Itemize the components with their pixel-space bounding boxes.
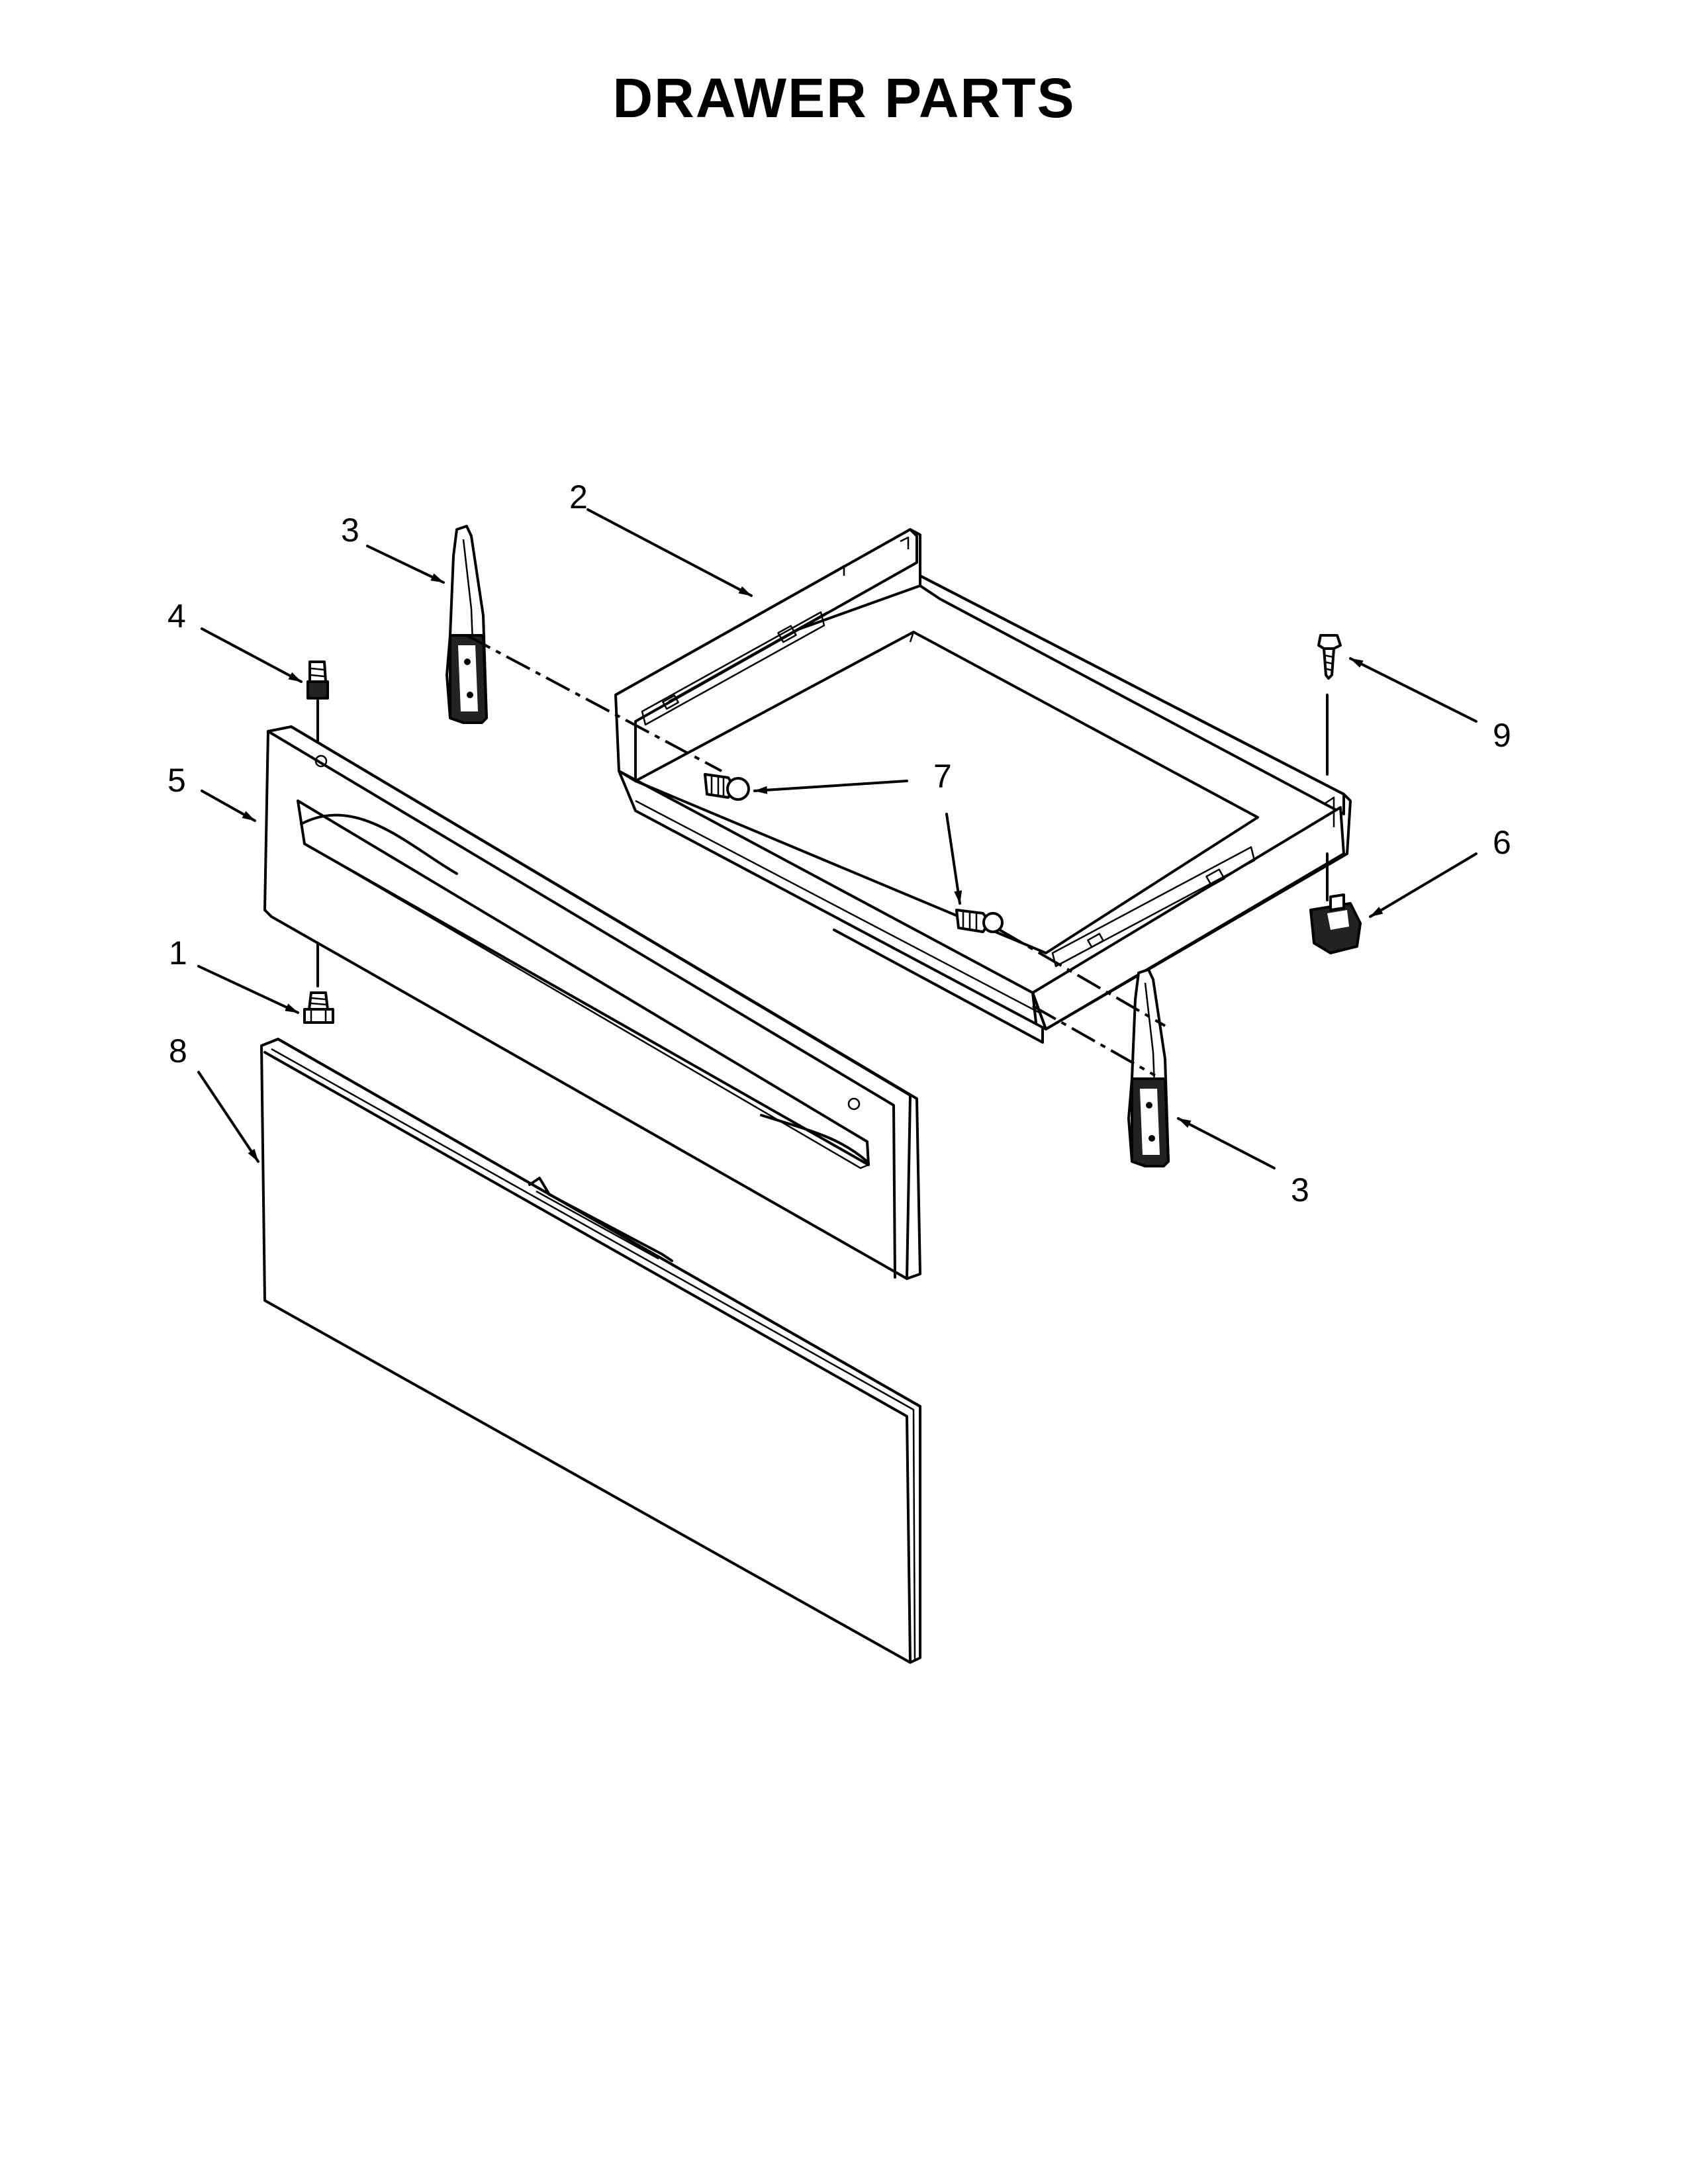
callout-9: 9 xyxy=(1493,717,1511,754)
drawer-slide-bracket-bottom xyxy=(1127,968,1170,1167)
screw-icon-9 xyxy=(1317,634,1342,680)
stud-icon-4 xyxy=(306,660,329,700)
callout-8: 8 xyxy=(169,1032,187,1069)
leader-3-bottom xyxy=(1177,1117,1276,1169)
callout-2: 2 xyxy=(569,478,588,516)
leader-3-top xyxy=(366,545,445,584)
screw-icon-7b xyxy=(955,909,1004,933)
callout-4: 4 xyxy=(167,598,186,635)
leader-lines xyxy=(197,508,1477,1169)
callout-5: 5 xyxy=(167,762,186,799)
page-title: DRAWER PARTS xyxy=(612,67,1076,129)
leader-5 xyxy=(201,790,256,822)
leader-7a xyxy=(753,780,908,794)
leader-8 xyxy=(197,1071,259,1163)
leader-4 xyxy=(201,627,303,683)
drawer-front-panel xyxy=(263,725,921,1280)
leader-2 xyxy=(586,508,753,597)
callout-6: 6 xyxy=(1493,824,1511,861)
drawer-box xyxy=(614,528,1352,1044)
leader-7b xyxy=(945,813,962,905)
leader-1 xyxy=(197,965,299,1014)
leader-6 xyxy=(1369,852,1477,918)
callout-3-bottom: 3 xyxy=(1291,1171,1309,1208)
drawer-outer-panel xyxy=(260,1038,921,1664)
callout-1: 1 xyxy=(169,934,187,972)
screw-icon-7a xyxy=(704,773,750,801)
drawer-slide-bracket-top xyxy=(445,525,488,724)
leader-9 xyxy=(1349,657,1477,723)
callout-7: 7 xyxy=(933,758,952,795)
callout-3-top: 3 xyxy=(341,512,359,549)
alignment-line-bottom xyxy=(998,929,1166,1027)
clip-icon-6 xyxy=(1309,893,1362,954)
alignment-line-top xyxy=(466,634,722,772)
alignment-line-bottom-2 xyxy=(1032,1005,1156,1077)
screw-icon-1 xyxy=(303,991,334,1024)
